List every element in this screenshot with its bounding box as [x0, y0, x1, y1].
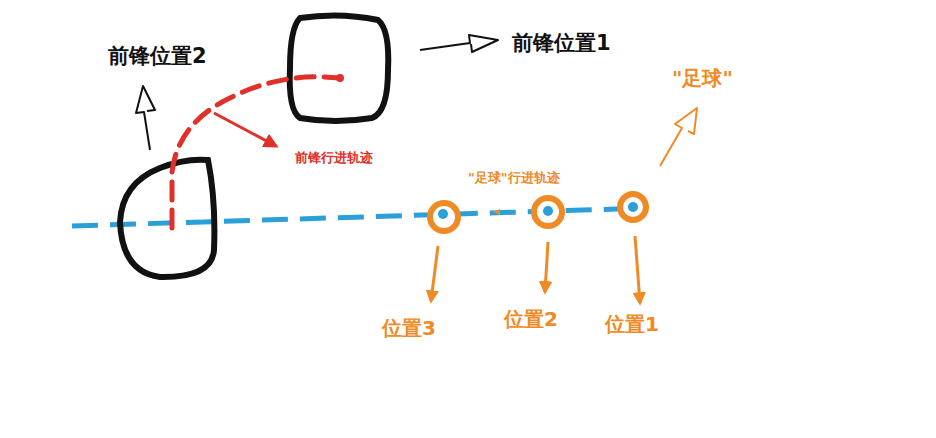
ball-circle	[430, 203, 458, 231]
position-label: 位置1	[605, 312, 659, 336]
ball-center	[628, 202, 638, 212]
ball-circle	[620, 194, 646, 220]
leader-arrow	[635, 236, 640, 303]
path-label: 前锋行进轨迹	[295, 150, 373, 166]
position-label: 前锋位置1	[512, 31, 611, 56]
outline-arrow	[420, 35, 498, 52]
position-label: 位置3	[382, 316, 436, 340]
forward-dot	[336, 74, 344, 82]
forward-shape	[120, 160, 214, 277]
position-label: 前锋位置2	[108, 44, 207, 69]
leader-arrow	[545, 242, 548, 292]
outline-arrow	[136, 86, 155, 150]
outline-arrow	[660, 108, 697, 166]
path-label: "足球"行进轨迹	[468, 170, 560, 186]
leader-arrow	[214, 113, 276, 146]
position-label: 位置2	[504, 307, 558, 331]
ball-center	[438, 209, 448, 219]
ball-circle	[534, 198, 562, 226]
forward-shape	[290, 15, 389, 121]
leader-arrow	[431, 246, 438, 301]
ball-center	[543, 206, 553, 216]
direction-mark	[493, 209, 500, 215]
ball-label: "足球"	[672, 66, 733, 90]
